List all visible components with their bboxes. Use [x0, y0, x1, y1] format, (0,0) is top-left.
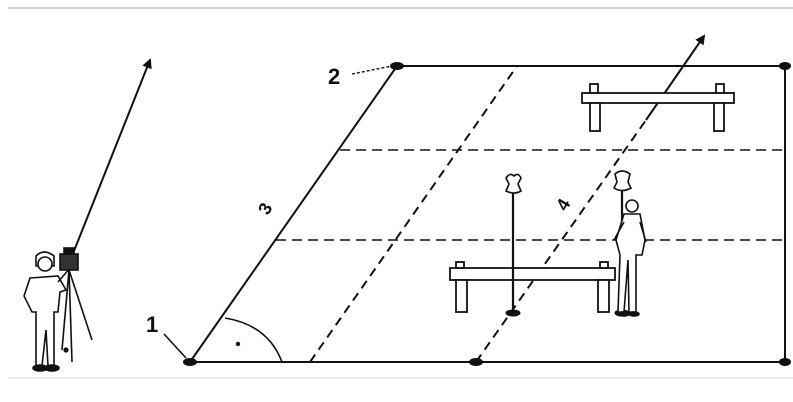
- angle-arc: [224, 317, 283, 363]
- label-point-1: 1: [146, 312, 158, 337]
- surveyor-person-icon: [23, 251, 71, 372]
- survey-point-1: [183, 358, 197, 366]
- dashed-diagonal-1: [309, 65, 518, 363]
- theodolite-icon: [59, 247, 93, 363]
- survey-point-2: [390, 62, 404, 70]
- dashed-diagonal-2: [475, 119, 647, 363]
- prism-pole-left: [504, 173, 523, 317]
- sight-line-arrow: [71, 58, 152, 257]
- angle-mark: [235, 341, 241, 347]
- label-point-2: 2: [328, 64, 340, 89]
- label-line-4: 4: [552, 195, 574, 214]
- rodman-person-icon: [613, 199, 647, 317]
- batter-board-top: [581, 83, 735, 132]
- label-line-3: 3: [254, 199, 276, 218]
- leader-line-1: [163, 333, 187, 359]
- corner-point-top-right: [779, 62, 791, 70]
- line-1-to-2: [189, 65, 398, 363]
- batter-board-middle: [449, 261, 616, 313]
- corner-point-bottom-right: [779, 358, 791, 366]
- leader-line-2: [351, 65, 393, 75]
- baseline-point-mid: [469, 358, 483, 366]
- arrow-diagonal: [645, 34, 706, 121]
